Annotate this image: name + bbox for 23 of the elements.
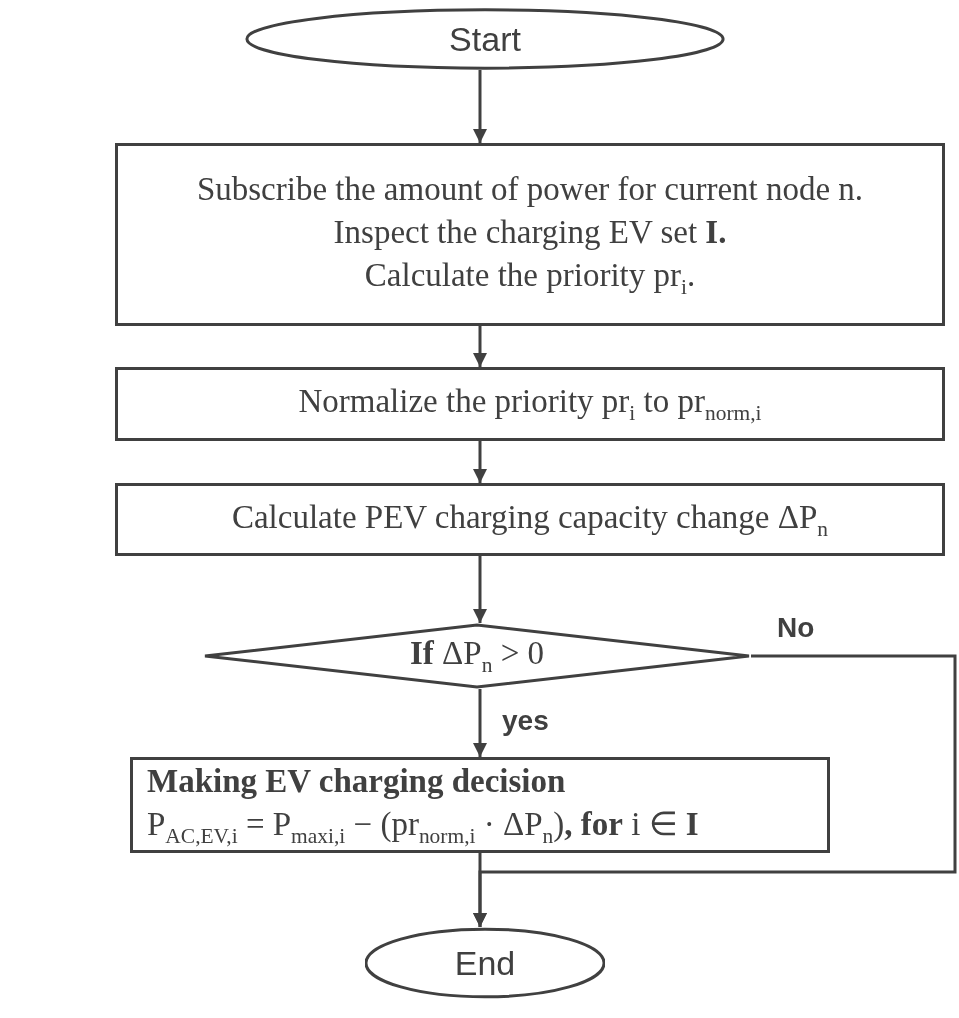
process-box — [115, 367, 945, 441]
box-text: Subscribe the amount of power for current node n. — [196, 169, 864, 209]
decision-diamond — [203, 623, 751, 689]
start-terminal — [245, 8, 725, 70]
end-terminal — [365, 927, 605, 999]
arrow — [473, 70, 487, 143]
terminal-label: End — [454, 943, 516, 983]
arrow — [473, 654, 957, 927]
box-text: Normalize the priority pr$_{i}$ to pr$_{norm,i}$ — [298, 382, 762, 427]
box-text: Inspect the charging EV set I. — [333, 212, 727, 252]
box-text: If ΔP$_{n}$ > 0 — [410, 634, 544, 679]
process-box — [115, 143, 945, 326]
arrow — [473, 689, 487, 757]
terminal-label: Start — [449, 19, 521, 59]
process-box — [115, 483, 945, 556]
process-box — [130, 757, 830, 853]
arrow — [473, 441, 487, 483]
box-text: Calculate the priority pr$_{i}$. — [364, 255, 696, 301]
arrow — [473, 556, 487, 623]
arrow — [473, 326, 487, 367]
box-text: P$_{AC,EV,i}$ = P$_{maxi,i}$ − (pr$_{norm,i}$ · ΔP$_{n}$), for i ∈ I — [147, 804, 699, 850]
box-heading: Making EV charging decision — [147, 761, 566, 801]
box-text: Calculate PEV charging capacity change ΔP$_{n}$ — [231, 497, 829, 543]
